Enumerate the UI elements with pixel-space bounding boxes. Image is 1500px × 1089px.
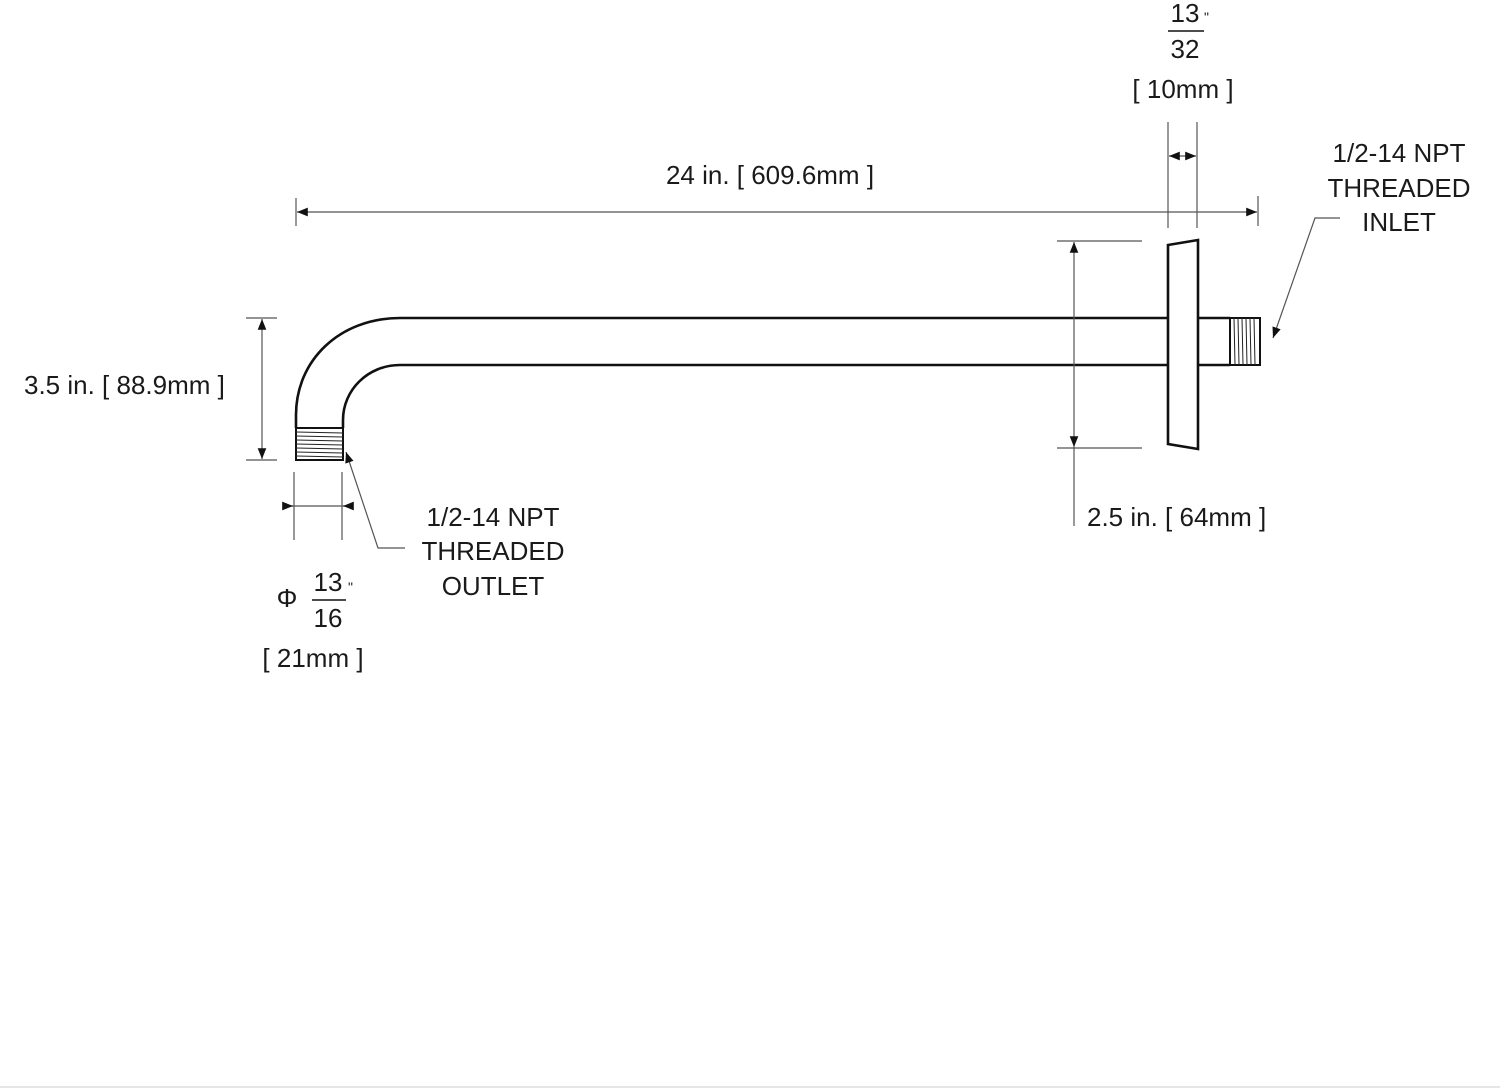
outlet-numerator: 13 [314,567,343,597]
drop-dimension: 3.5 in. [ 88.9mm ] [24,317,277,461]
flange-diameter-dimension: 2.5 in. [ 64mm ] [1057,240,1266,532]
diameter-symbol: Φ [277,583,298,613]
flange-thickness-dimension: 13 " 32 [ 10mm ] [1132,0,1234,228]
drop-label: 3.5 in. [ 88.9mm ] [24,370,225,400]
outlet-callout-line-1: 1/2-14 NPT [427,502,560,532]
shower-arm [294,238,1261,461]
flange-thickness-denominator: 32 [1171,34,1200,64]
outlet-diameter-dimension: Φ 13 " 16 [ 21mm ] [262,472,364,673]
length-dimension: 24 in. [ 609.6mm ] [295,160,1259,226]
inlet-callout: 1/2-14 NPT THREADED INLET [1272,138,1471,339]
flange [1166,238,1200,451]
outlet-metric: [ 21mm ] [262,643,363,673]
outlet-callout-line-2: THREADED [421,536,564,566]
outlet-inch-mark: " [348,579,353,595]
inlet-callout-line-2: THREADED [1327,173,1470,203]
outlet-callout: 1/2-14 NPT THREADED OUTLET [345,451,565,601]
flange-thickness-metric: [ 10mm ] [1132,74,1233,104]
outlet-denominator: 16 [314,603,343,633]
inlet-callout-line-1: 1/2-14 NPT [1333,138,1466,168]
length-label: 24 in. [ 609.6mm ] [666,160,874,190]
outlet-threads [295,427,344,461]
inlet-callout-line-3: INLET [1362,207,1436,237]
flange-diameter-label: 2.5 in. [ 64mm ] [1087,502,1266,532]
flange-thickness-inch-mark: " [1204,9,1209,25]
inlet-threads [1229,317,1261,366]
outlet-callout-line-3: OUTLET [442,571,545,601]
flange-thickness-numerator: 13 [1171,0,1200,28]
